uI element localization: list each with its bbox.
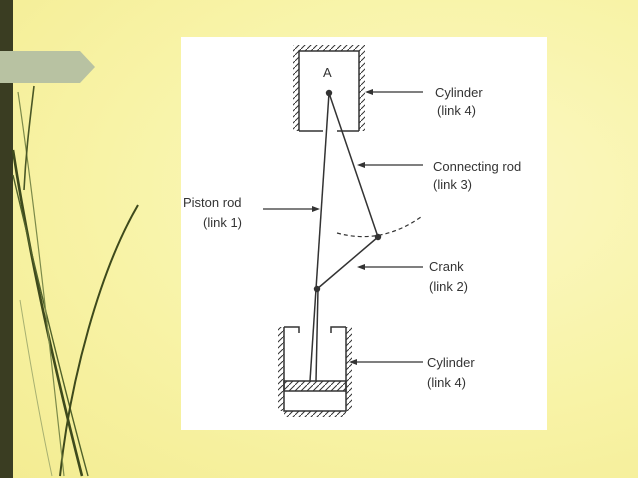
label-cylinder-bottom-1: Cylinder: [427, 355, 475, 370]
connecting-rod: [328, 92, 379, 238]
mechanism-diagram: A Cylinder (link 4) Connecting rod (link…: [181, 37, 547, 430]
piston-rod: [309, 92, 330, 382]
joint-a: [325, 89, 333, 97]
joint-crank-rod: [374, 233, 382, 241]
slide-title-marker: [0, 51, 95, 83]
label-cylinder-top-1: Cylinder: [435, 85, 483, 100]
joint-piston-crank: [313, 285, 321, 293]
label-connecting-rod-2: (link 3): [433, 177, 472, 192]
label-piston-rod-1: Piston rod: [183, 195, 242, 210]
top-cylinder: [293, 45, 365, 132]
label-cylinder-top-2: (link 4): [437, 103, 476, 118]
label-crank-1: Crank: [429, 259, 464, 274]
bottom-cylinder: [278, 326, 352, 417]
crank: [316, 236, 379, 290]
left-accent-bar: [0, 0, 13, 478]
label-connecting-rod-1: Connecting rod: [433, 159, 521, 174]
point-a-label: A: [323, 65, 332, 80]
label-piston-rod-2: (link 1): [203, 215, 242, 230]
decorative-swoosh: [11, 85, 139, 477]
label-crank-2: (link 2): [429, 279, 468, 294]
label-cylinder-bottom-2: (link 4): [427, 375, 466, 390]
crank-path-arc: [336, 216, 422, 238]
